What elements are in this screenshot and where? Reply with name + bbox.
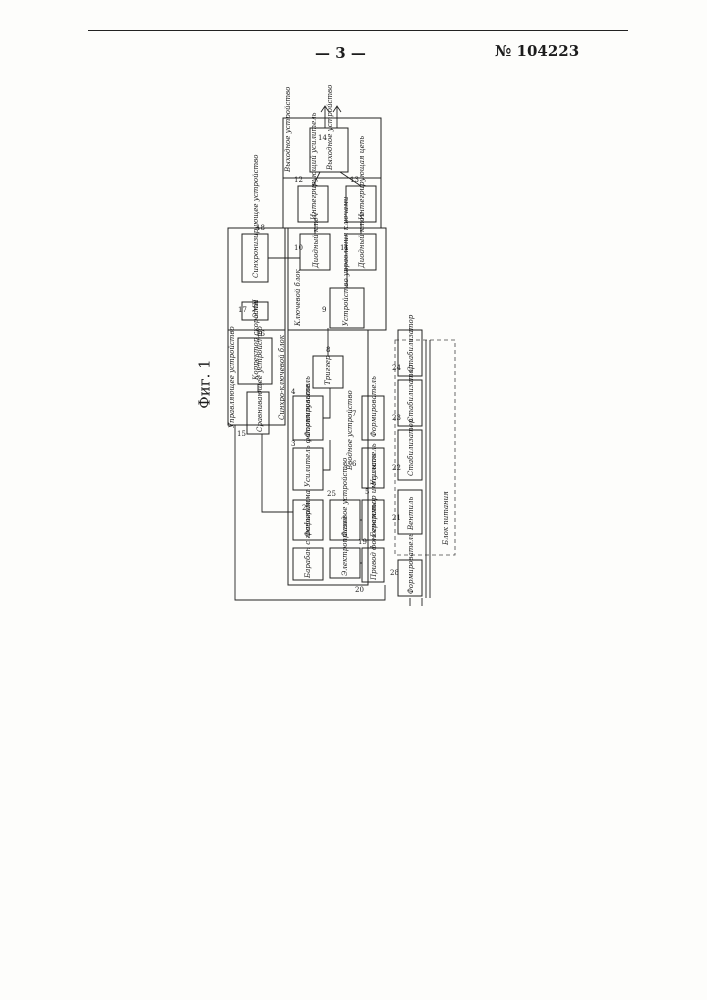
svg-text:Интегрирующая цепь: Интегрирующая цепь [358,136,366,221]
caption-input: Вводное устройство [346,390,354,471]
block-18: 18 Синхронизирующее устройство [242,155,268,282]
svg-text:22: 22 [392,464,401,472]
svg-text:21: 21 [392,514,401,522]
svg-text:12: 12 [294,176,303,184]
block-23: 23 Стабилизатор [392,364,422,426]
svg-text:Стабилизатор: Стабилизатор [407,418,415,476]
svg-text:Интегрирующий усилитель: Интегрирующий усилитель [310,112,318,221]
caption-output: Выходное устройство [284,87,292,173]
block-21: 21 Вентиль [392,490,422,534]
svg-text:5: 5 [365,488,369,496]
svg-text:Триггер: Триггер [324,355,332,385]
svg-text:Диодный ключ: Диодный ключ [312,213,320,269]
svg-text:17: 17 [238,306,247,314]
block-22: 22 Стабилизатор [392,418,422,480]
svg-text:15: 15 [237,430,246,438]
svg-text:Формирователь: Формирователь [370,376,378,437]
svg-text:9: 9 [322,306,326,314]
caption-control: Управляющее устройство [228,326,236,428]
svg-text:Вентиль: Вентиль [407,496,415,531]
svg-text:Диодный ключ: Диодный ключ [358,213,366,269]
block-2: 2 Фонограмма [293,490,323,540]
svg-text:10: 10 [294,244,303,252]
caption-key-block: Ключевой блок [294,269,302,328]
svg-text:Фонограмма: Фонограмма [304,490,312,537]
block-12: 12 Интегрирующий усилитель [294,112,328,222]
svg-text:20: 20 [355,586,364,594]
svg-text:Синхронизирующее устройство: Синхронизирующее устройство [252,155,260,278]
svg-text:23: 23 [392,414,401,422]
svg-text:Формирователь: Формирователь [407,533,415,594]
svg-text:Формирователь: Формирователь [304,376,312,437]
block-28: 28 Формирователь [390,533,422,596]
svg-text:3: 3 [291,440,295,448]
caption-sync: Синхро-ключевой блок [278,334,286,420]
svg-text:Сравнивающее устройство: Сравнивающее устройство [256,326,264,432]
caption-power: Блок питания [442,491,450,546]
svg-text:Стабилизатор: Стабилизатор [407,314,415,372]
svg-text:28: 28 [390,569,399,577]
svg-text:24: 24 [392,364,401,372]
svg-text:Выходное устройство: Выходное устройство [326,85,334,171]
svg-text:11: 11 [340,244,349,252]
block-24: 24 Стабилизатор [392,314,422,376]
block-25: 25 Фазовое устройство [327,458,360,540]
block-10: 10 Диодный ключ [294,213,330,270]
block-4: 4 Формирователь [291,376,323,440]
svg-text:Усилитель: Усилитель [370,443,378,485]
svg-text:4: 4 [291,388,296,396]
svg-text:25: 25 [327,490,336,498]
wire-ampl-chain [323,388,330,470]
